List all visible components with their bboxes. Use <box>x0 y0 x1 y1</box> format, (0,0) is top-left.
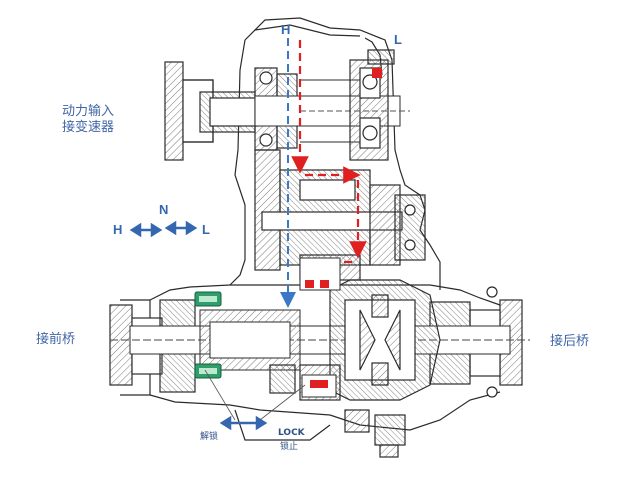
green-shift-forks <box>194 291 222 379</box>
center-differential <box>329 279 441 401</box>
power-flow-path <box>291 40 367 264</box>
top-high-label: H <box>281 22 291 37</box>
lock-coupler <box>299 257 341 398</box>
lock-en-label: LOCK <box>278 428 305 438</box>
side-high-label: H <box>113 222 123 237</box>
upper-right-bearing <box>349 49 395 161</box>
top-low-label: L <box>394 32 402 47</box>
shift-direction-arrows <box>129 220 198 238</box>
lock-cn-label: 锁止 <box>280 442 299 452</box>
rear-axle-label: 接后桥 <box>550 334 590 349</box>
side-low-label: L <box>202 222 210 237</box>
leader-lines <box>204 369 306 421</box>
front-axle-label: 接前桥 <box>36 332 76 347</box>
connect-transmission-text: 接变速器 <box>62 120 115 135</box>
power-input-label: 动力输入 接变速器 <box>62 104 114 136</box>
lock-indicator-arrows <box>219 415 268 431</box>
unlock-label: 解锁 <box>200 432 219 442</box>
main-output-shaft <box>110 309 530 371</box>
neutral-label: N <box>159 202 169 217</box>
power-input-text: 动力输入 <box>62 104 115 119</box>
